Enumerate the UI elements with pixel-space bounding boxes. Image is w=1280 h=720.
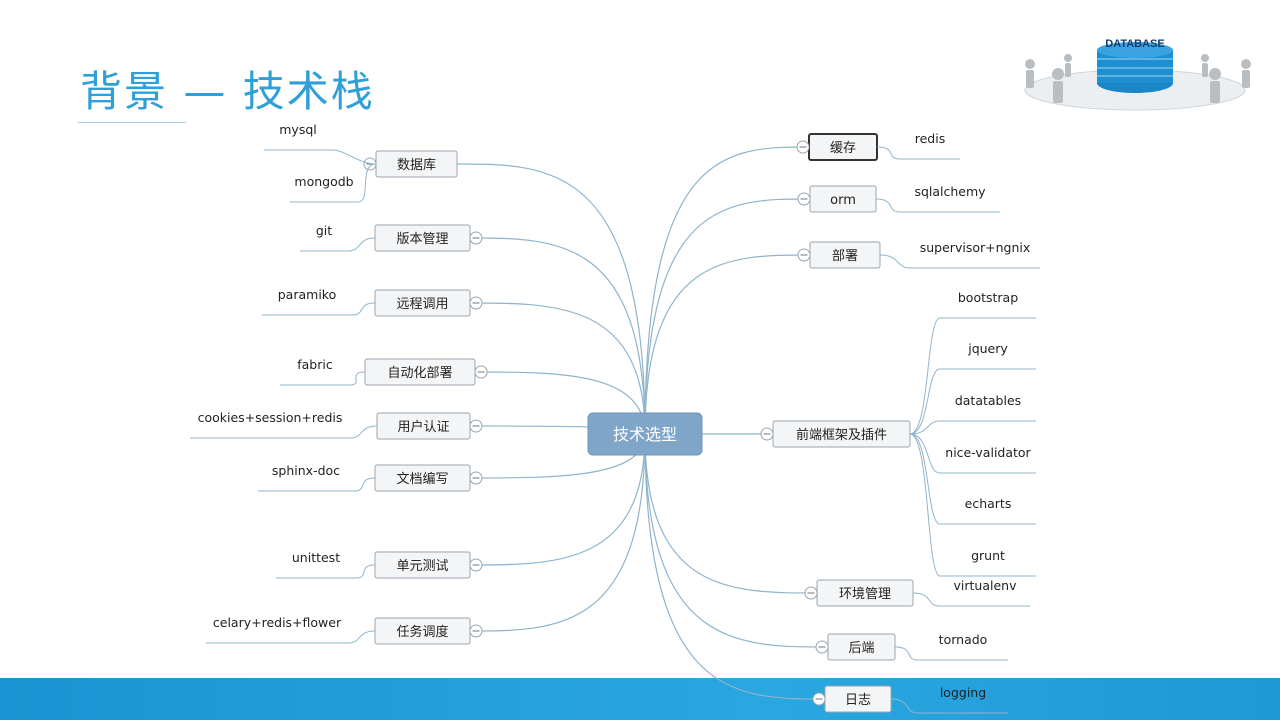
topic-right-4-label: 环境管理 <box>839 587 891 602</box>
topic-right-6[interactable]: 日志 <box>824 685 892 713</box>
topic-left-1-label: 版本管理 <box>396 232 448 247</box>
topic-right-2-label: 部署 <box>832 249 858 264</box>
leaf-sqlalchemy: sqlalchemy <box>914 184 986 199</box>
leaf-sphinx-doc: sphinx-doc <box>272 463 340 478</box>
branch-line-item-l0 <box>456 163 646 435</box>
branch-line-item-r4 <box>644 433 818 594</box>
collapse-toggle-right-0[interactable] <box>796 140 810 154</box>
branch-line-item-r6 <box>644 433 826 700</box>
branch-line-item-l6 <box>469 433 646 566</box>
leaf-logging: logging <box>940 685 986 700</box>
topic-left-3[interactable]: 自动化部署 <box>364 358 476 386</box>
leaf-jquery: jquery <box>967 341 1008 356</box>
topic-left-5-label: 文档编写 <box>396 472 448 487</box>
leaf-grunt: grunt <box>971 548 1005 563</box>
topic-right-6-label: 日志 <box>845 693 871 708</box>
collapse-toggle-left-6[interactable] <box>469 558 483 572</box>
branch-line-item-l7 <box>469 433 646 632</box>
topic-left-2[interactable]: 远程调用 <box>374 289 471 317</box>
collapse-toggle-right-2[interactable] <box>797 248 811 262</box>
page-title: 背景 — 技术栈 <box>80 67 375 116</box>
central-topic[interactable]: 技术选型 <box>587 412 703 456</box>
topic-left-4-label: 用户认证 <box>397 419 449 435</box>
topic-right-3[interactable]: 前端框架及插件 <box>772 420 911 448</box>
topic-right-5-label: 后端 <box>848 641 874 656</box>
topic-left-1[interactable]: 版本管理 <box>374 224 471 252</box>
logo-text: DATABASE <box>1105 38 1164 50</box>
topic-right-1[interactable]: orm <box>809 185 877 213</box>
leaf-celary-redis-flower: celary+redis+flower <box>213 615 342 630</box>
collapse-toggle-right-4[interactable] <box>804 586 818 600</box>
topic-left-7[interactable]: 任务调度 <box>374 617 471 645</box>
topic-left-5[interactable]: 文档编写 <box>374 464 471 492</box>
leaf-unittest: unittest <box>292 550 340 565</box>
topic-left-6-label: 单元测试 <box>396 559 448 574</box>
central-topic-label: 技术选型 <box>613 425 677 444</box>
topic-right-2[interactable]: 部署 <box>809 241 881 269</box>
collapse-toggle-right-1[interactable] <box>797 192 811 206</box>
leaf-cookies-session-redis: cookies+session+redis <box>198 410 343 425</box>
topic-left-6[interactable]: 单元测试 <box>374 551 471 579</box>
leaf-datatables: datatables <box>955 393 1021 408</box>
topic-left-7-label: 任务调度 <box>396 624 448 640</box>
branch-line-item-l1 <box>469 237 646 435</box>
topic-right-5[interactable]: 后端 <box>827 633 896 661</box>
leaf-mysql: mysql <box>279 122 317 137</box>
leaf-paramiko: paramiko <box>278 287 336 302</box>
topic-left-4[interactable]: 用户认证 <box>376 412 471 440</box>
collapse-toggle-left-1[interactable] <box>469 231 483 245</box>
leaf-tornado: tornado <box>939 632 988 647</box>
topic-left-0[interactable]: 数据库 <box>375 150 458 178</box>
title-underline <box>78 122 186 123</box>
leaf-nice-validator: nice-validator <box>945 445 1031 460</box>
topic-right-4[interactable]: 环境管理 <box>816 579 914 607</box>
collapse-toggle-right-3[interactable] <box>760 427 774 441</box>
collapse-toggle-left-4[interactable] <box>469 419 483 433</box>
topic-right-0[interactable]: 缓存 <box>808 133 878 161</box>
leaf-fabric: fabric <box>297 357 333 372</box>
leaf-git: git <box>316 223 332 238</box>
topic-right-0-label: 缓存 <box>830 141 856 156</box>
leaf-redis: redis <box>915 131 945 146</box>
database-logo: DATABASE <box>1024 38 1251 111</box>
topic-left-0-label: 数据库 <box>397 157 436 173</box>
collapse-toggle-right-6[interactable] <box>812 692 826 706</box>
branch-line-item-l2 <box>469 302 646 435</box>
collapse-toggle-left-5[interactable] <box>469 471 483 485</box>
branch-line-item-r0 <box>644 146 810 435</box>
leaf-mongodb: mongodb <box>294 174 353 189</box>
leaf-supervisor-ngnix: supervisor+ngnix <box>920 240 1031 255</box>
topic-left-3-label: 自动化部署 <box>387 366 452 381</box>
collapse-toggle-left-7[interactable] <box>469 624 483 638</box>
leaf-echarts: echarts <box>965 496 1012 511</box>
branch-line-orm <box>644 198 811 435</box>
topic-right-1-label: orm <box>830 193 856 208</box>
collapse-toggle-left-2[interactable] <box>469 296 483 310</box>
topic-right-3-label: 前端框架及插件 <box>796 427 887 443</box>
topic-left-2-label: 远程调用 <box>396 297 448 312</box>
leaf-bootstrap: bootstrap <box>958 290 1018 305</box>
branch-line-item-r5 <box>644 433 829 648</box>
collapse-toggle-left-3[interactable] <box>474 365 488 379</box>
collapse-toggle-right-5[interactable] <box>815 640 829 654</box>
leaf-virtualenv: virtualenv <box>954 578 1018 593</box>
branch-line-item-r2 <box>644 254 811 435</box>
footer-band <box>0 678 1280 720</box>
